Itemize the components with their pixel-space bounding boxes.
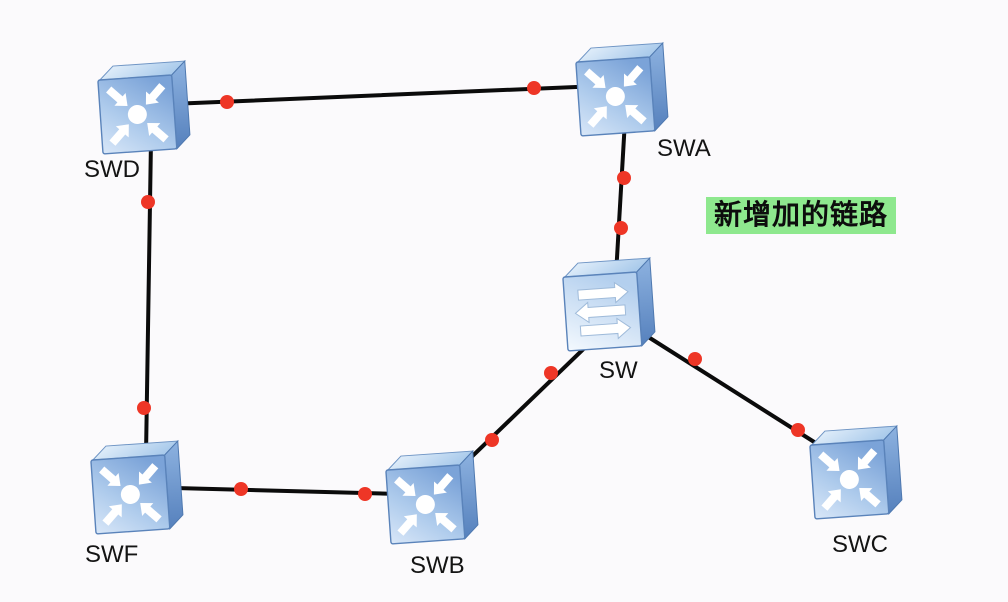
node-label-swa: SWA — [657, 135, 711, 162]
node-label-swc: SWC — [832, 531, 888, 558]
port-dot-swf-swb — [358, 487, 372, 501]
port-dot-swd-swa — [527, 81, 541, 95]
port-dot-swa-sw — [614, 221, 628, 235]
node-label-swb: SWB — [410, 552, 465, 579]
annotation-new-link-label: 新增加的链路 — [706, 197, 897, 235]
node-icon-swd — [97, 61, 191, 154]
port-dot-swa-sw — [617, 171, 631, 185]
port-dot-swd-swa — [220, 95, 234, 109]
links-layer — [144, 84, 832, 496]
node-icon-sw — [562, 258, 656, 351]
port-dot-sw-swc — [791, 423, 805, 437]
node-label-swf: SWF — [85, 541, 138, 568]
node-icon-swc — [809, 426, 903, 519]
port-dots-layer — [137, 81, 805, 501]
port-dot-swd-swf — [141, 195, 155, 209]
node-icon-swa — [575, 43, 669, 136]
node-icon-swf — [90, 441, 184, 534]
link-sw-swb — [456, 333, 600, 472]
link-swa-sw — [614, 118, 627, 277]
node-label-sw: SW — [599, 357, 638, 384]
port-dot-swf-swb — [234, 482, 248, 496]
port-dot-sw-swb — [485, 433, 499, 447]
port-dot-sw-swb — [544, 366, 558, 380]
node-icon-swb — [385, 451, 479, 544]
node-labels-layer: SWD SWA SW SWF SWB SWC — [84, 135, 888, 579]
nodes-layer — [90, 43, 903, 544]
node-label-swd: SWD — [84, 156, 140, 183]
port-dot-swd-swf — [137, 401, 151, 415]
port-dot-sw-swc — [688, 352, 702, 366]
